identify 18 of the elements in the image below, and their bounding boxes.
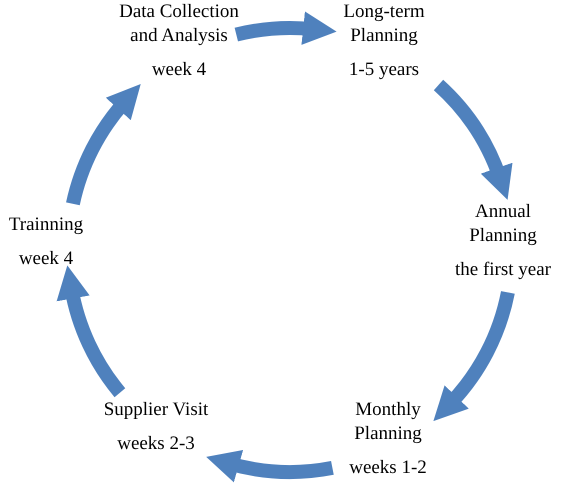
arrow — [57, 266, 126, 397]
arrow — [234, 12, 337, 46]
step-duration: the first year — [454, 258, 551, 282]
step-title: Trainning — [8, 213, 84, 237]
arrow — [66, 83, 140, 206]
step-title: Long-term Planning — [342, 0, 426, 48]
step-title: Monthly Planning — [353, 398, 423, 446]
step-duration: 1-5 years — [348, 58, 420, 82]
step-title: Data Collection and Analysis — [118, 0, 240, 48]
step-title: Supplier Visit — [104, 398, 208, 422]
step-duration: week 4 — [18, 247, 74, 271]
arrow — [434, 80, 512, 200]
step-duration: week 4 — [152, 58, 206, 82]
arrow — [434, 290, 515, 422]
arrow — [206, 449, 334, 482]
step-duration: weeks 2-3 — [117, 432, 195, 456]
step-duration: weeks 1-2 — [349, 456, 427, 480]
step-title: Annual Planning — [468, 200, 538, 248]
